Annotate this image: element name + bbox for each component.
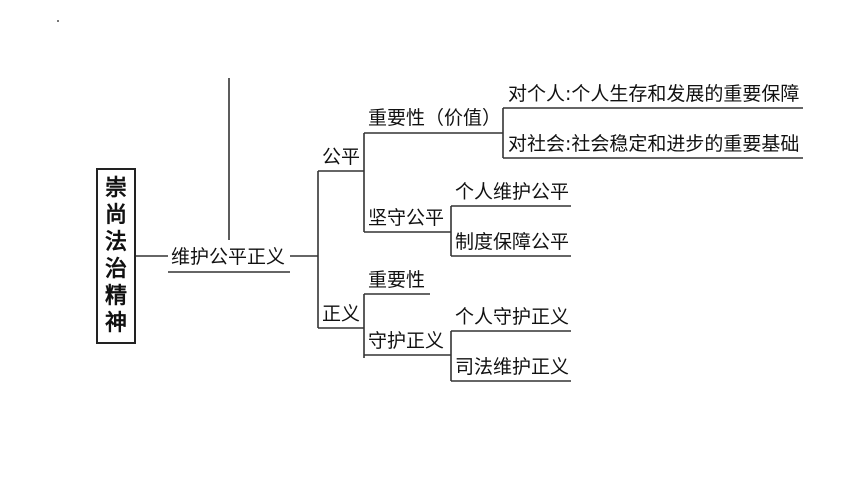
just-protect-label: 守护正义 [368,330,445,352]
just-importance-label: 重要性 [368,269,426,291]
root-char: 精 [104,284,127,309]
root-node: 崇 尚 法 治 精 神 [96,168,136,344]
level1-label: 维护公平正义 [171,246,286,268]
fair-importance-item-1: 对个人:个人生存和发展的重要保障 [508,83,800,105]
fair-importance-label: 重要性（价值） [368,107,502,129]
root-char: 治 [104,257,127,282]
justice-label: 正义 [322,303,361,325]
just-protect-item-1: 个人守护正义 [455,306,570,328]
fair-importance-item-2: 对社会:社会稳定和进步的重要基础 [508,133,800,155]
stray-dot [57,20,59,22]
fair-uphold-item-2: 制度保障公平 [455,231,570,253]
fair-uphold-item-1: 个人维护公平 [455,181,570,203]
fair-uphold-label: 坚守公平 [368,207,445,229]
root-char: 神 [104,311,127,336]
fairness-label: 公平 [322,146,361,168]
root-char: 法 [104,230,127,255]
just-protect-item-2: 司法维护正义 [455,356,570,378]
root-char: 尚 [104,203,127,228]
root-char: 崇 [104,176,127,201]
